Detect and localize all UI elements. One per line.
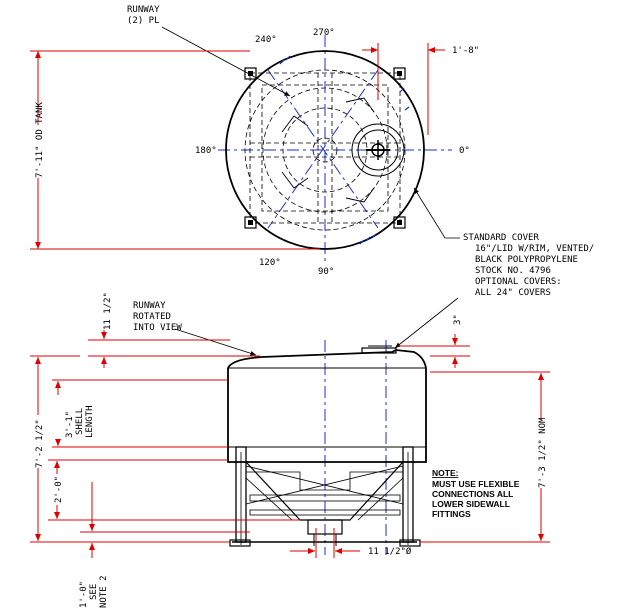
angle-240: 240° — [255, 35, 277, 45]
note-title: NOTE: — [432, 468, 459, 478]
flexible-connection-note: NOTE: MUST USE FLEXIBLE CONNECTIONS ALL … — [432, 468, 520, 519]
angle-270: 270° — [313, 28, 335, 38]
dim-offset: 1'-8" — [452, 46, 479, 56]
dim-2ft: 2'-0" — [54, 476, 64, 503]
side-view: RUNWAY ROTATED INTO VIEW 11 1/2" 3" 7'-2… — [30, 292, 550, 608]
angle-90: 90° — [318, 267, 334, 277]
dim-od: 7'-11" OD TANK — [35, 102, 45, 178]
leg-corners — [244, 67, 406, 229]
note-line-1: MUST USE FLEXIBLE — [432, 479, 520, 489]
cover-top — [351, 123, 405, 177]
cover-side — [361, 347, 397, 354]
runway-label-side-1: RUNWAY — [133, 301, 166, 311]
dim-shell-3: LENGTH — [85, 405, 95, 438]
dim-1ft-3: NOTE 2 — [99, 575, 109, 608]
runway-label-side-3: INTO VIEW — [133, 323, 182, 333]
cover-note-line-3: BLACK POLYPROPYLENE — [475, 255, 578, 265]
top-view: RUNWAY (2) PL 240° 270° 180° 0° 120° 90°… — [30, 5, 479, 277]
tank-outer-circle — [225, 50, 425, 250]
cover-note-line-4: STOCK NO. 4796 — [475, 266, 551, 276]
dim-shell-1: 3'-1" — [65, 411, 75, 438]
cover-note-line-2: 16"/LID W/RIM, VENTED/ — [475, 244, 594, 254]
runway-label-side-2: ROTATED — [133, 312, 171, 322]
runway-label-top-1: RUNWAY — [127, 5, 160, 15]
note-line-4: FITTINGS — [432, 509, 471, 519]
cover-note-line-1: STANDARD COVER — [463, 233, 539, 243]
dim-shell-2: SHELL — [75, 408, 85, 435]
note-line-3: LOWER SIDEWALL — [432, 499, 510, 509]
angle-180: 180° — [195, 146, 217, 156]
dim-overall: 7'-2 1/2" — [35, 419, 45, 468]
dim-top: 11 1/2" — [103, 292, 113, 330]
cover-note-line-5: OPTIONAL COVERS: — [475, 277, 562, 287]
angle-0: 0° — [459, 146, 470, 156]
note-line-2: CONNECTIONS ALL — [432, 489, 513, 499]
runway-label-top-2: (2) PL — [127, 16, 160, 26]
dim-1ft-1: 1'-0" — [79, 581, 89, 608]
tank-body — [227, 349, 427, 463]
dim-1ft-2: SEE — [89, 584, 99, 600]
dim-3: 3" — [453, 314, 463, 325]
cover-note: STANDARD COVER 16"/LID W/RIM, VENTED/ BL… — [394, 233, 594, 349]
cover-note-line-6: ALL 24" COVERS — [475, 288, 551, 298]
dim-outlet: 11 1/2"Ø — [368, 546, 412, 557]
dim-nom: 7'-3 1/2" NOM — [538, 417, 548, 488]
angle-120: 120° — [259, 258, 281, 268]
stand-frame — [229, 446, 421, 547]
